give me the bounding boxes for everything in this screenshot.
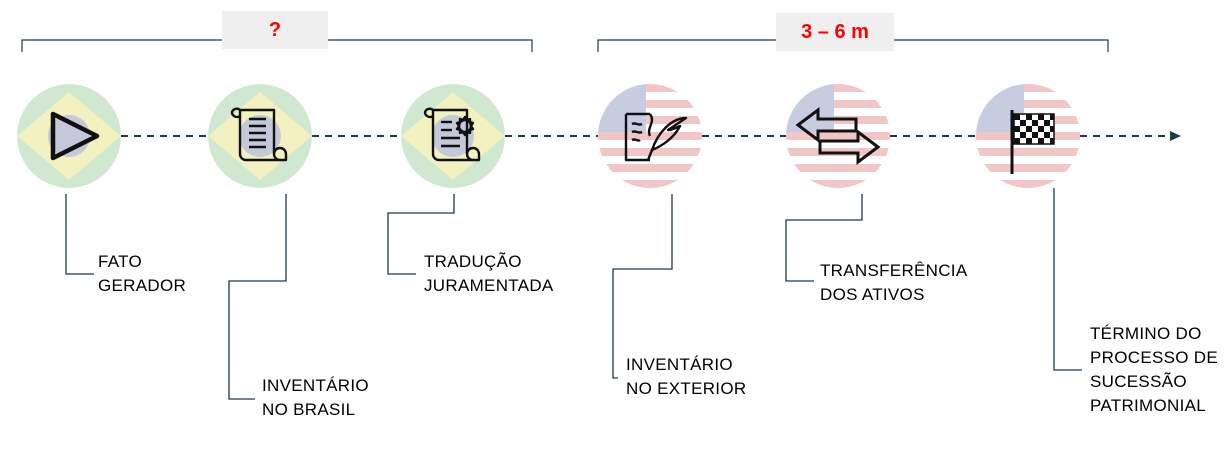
step-label-inventario-exterior: INVENTÁRIO NO EXTERIOR [626,353,746,401]
connector-5 [785,194,863,282]
connector-6 [1053,188,1082,371]
step-label-line: GERADOR [98,276,187,295]
brazil-flag [17,84,121,188]
brazil-flag [208,84,312,188]
step-label-line: JURAMENTADA [424,276,554,295]
step-label-line: SUCESSÃO [1090,372,1187,391]
step-label-line: INVENTÁRIO [626,355,733,374]
play-icon [50,111,100,161]
step-label-line: TRADUÇÃO [424,252,522,271]
step-label-line: FATO [98,252,143,271]
step-label-transferencia-ativos: TRANSFERÊNCIA DOS ATIVOS [820,259,967,307]
step-label-line: TÉRMINO DO [1090,324,1202,343]
step-label-line: TRANSFERÊNCIA [820,261,968,280]
connector-3 [387,194,455,275]
quill-document-icon [624,112,688,162]
step-label-inventario-brasil: INVENTÁRIO NO BRASIL [262,374,369,422]
phase-label-1: ? [222,11,328,49]
transfer-arrows-icon [795,107,881,165]
step-label-line: NO EXTERIOR [626,379,747,398]
step-label-line: INVENTÁRIO [262,376,369,395]
timeline-arrowhead [1170,131,1181,141]
step-label-line: PROCESSO DE [1090,348,1218,367]
connector-2 [228,194,287,400]
brazil-flag [401,84,505,188]
checkered-flag-icon [1010,110,1055,174]
step-label-fato-gerador: FATO GERADOR [98,250,186,298]
certificate-icon [423,107,481,162]
phase-bracket-1 [21,39,533,52]
step-label-line: NO BRASIL [262,400,356,419]
scroll-icon [230,107,288,162]
phase-label-2: 3 – 6 m [776,13,894,51]
step-label-traducao-juramentada: TRADUÇÃO JURAMENTADA [424,250,554,298]
step-label-termino-processo: TÉRMINO DO PROCESSO DE SUCESSÃO PATRIMON… [1090,322,1218,418]
step-label-line: PATRIMONIAL [1090,396,1207,415]
connector-1 [65,194,94,275]
usa-flag [786,84,890,188]
phase-bracket-2 [597,39,1109,52]
step-label-line: DOS ATIVOS [820,285,925,304]
connector-4 [612,194,673,379]
